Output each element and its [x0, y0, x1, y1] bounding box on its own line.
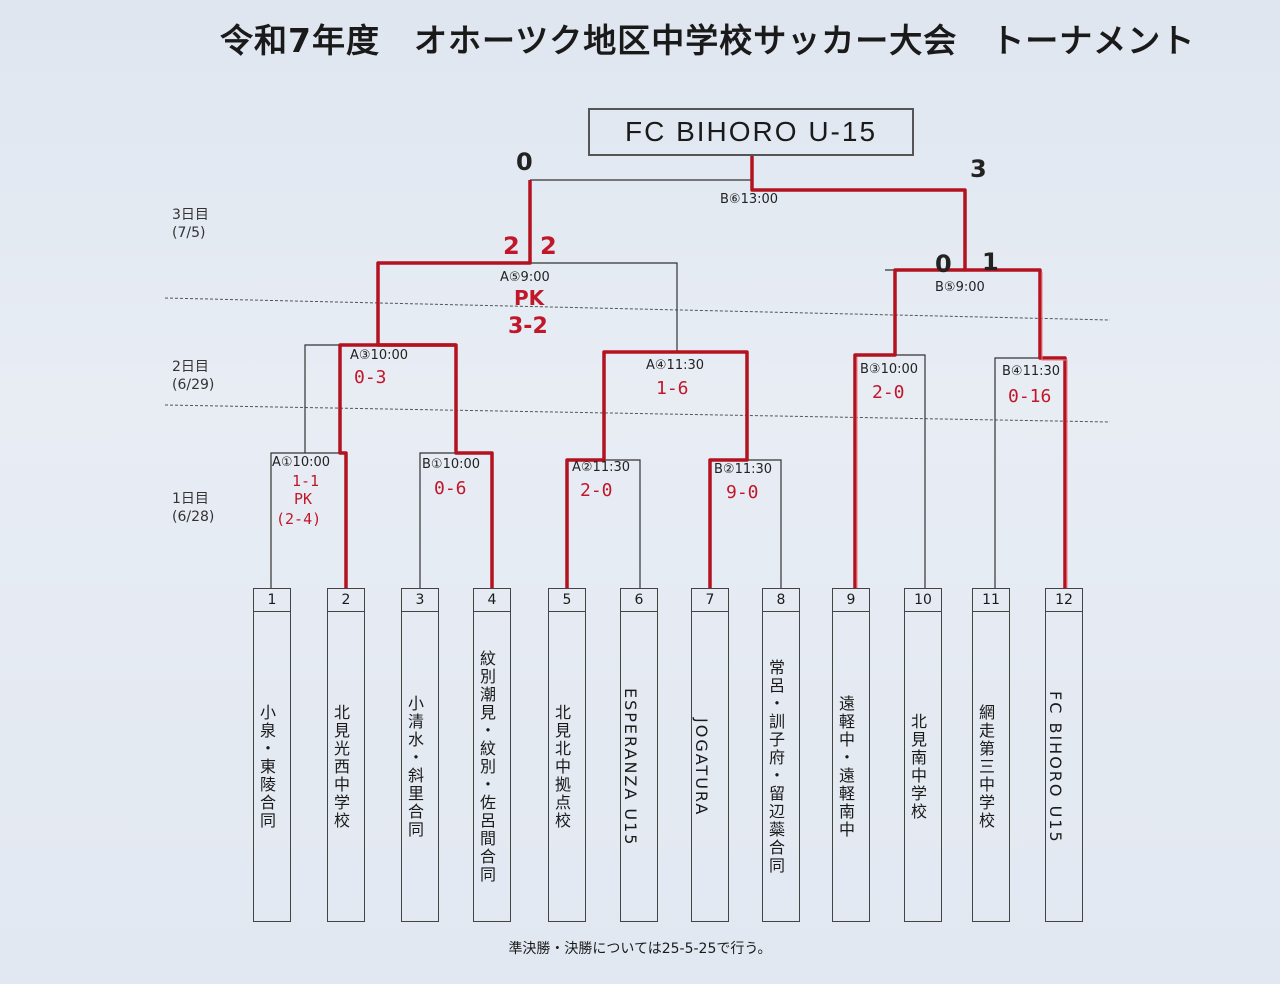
team-name: 北見南中学校 [908, 713, 927, 821]
team-name: 小泉・東陵合同 [257, 704, 276, 830]
day-1-label: 1日目 (6/28) [172, 490, 214, 526]
footnote: 準決勝・決勝については25-5-25で行う。 [508, 941, 772, 957]
team-name: 北見光西中学校 [331, 704, 350, 830]
team-number: 1 [254, 589, 290, 612]
team-number: 2 [328, 589, 364, 612]
final-right-score: 3 [970, 155, 987, 183]
team-box-4: 4 紋別潮見・紋別・佐呂間合同 [473, 588, 511, 922]
team-box-12: 12 FC BIHORO U15 [1045, 588, 1083, 922]
final-left-score: 0 [516, 148, 533, 176]
match-b3-score: 2-0 [872, 382, 905, 403]
separator-day3-day2 [164, 297, 1111, 321]
r2-b4-line [994, 357, 1040, 588]
team-box-8: 8 常呂・訓子府・留辺蘂合同 [762, 588, 800, 922]
team-number: 10 [905, 589, 941, 612]
team-number: 4 [474, 589, 510, 612]
team-number: 11 [973, 589, 1009, 612]
w-a2-a4 [565, 350, 749, 588]
match-a3-label: A③10:00 [350, 348, 409, 363]
match-a5-pk: PK [514, 286, 545, 310]
match-a4-score: 1-6 [656, 378, 689, 399]
team-number: 9 [833, 589, 869, 612]
match-b1-score: 0-6 [434, 478, 467, 499]
team-box-6: 6 ESPERANZA U15 [620, 588, 658, 922]
match-a2-score: 2-0 [580, 480, 613, 501]
w-a5 [376, 180, 532, 347]
match-a5-right-score: 2 [540, 232, 557, 260]
match-b5-left-score: 0 [935, 250, 952, 278]
team-name: ESPERANZA U15 [621, 687, 640, 847]
match-b5-label: B⑤9:00 [935, 280, 985, 295]
team-name: 常呂・訓子府・留辺蘂合同 [766, 659, 785, 875]
champion-box: FC BIHORO U-15 [588, 108, 914, 156]
match-a1-label: A①10:00 [272, 455, 331, 470]
team-name: JOGATURA [692, 717, 711, 817]
team-name: 遠軽中・遠軽南中 [836, 695, 855, 839]
team-name: 小清水・斜里合同 [405, 695, 424, 839]
team-box-11: 11 網走第三中学校 [972, 588, 1010, 922]
match-a3-score: 0-3 [354, 367, 387, 388]
match-b4-label: B④11:30 [1002, 364, 1061, 379]
team-name: 紋別潮見・紋別・佐呂間合同 [477, 650, 496, 884]
match-a1-pk-score: (2-4) [276, 510, 322, 528]
day-2-date: (6/29) [172, 377, 215, 393]
team-number: 5 [549, 589, 585, 612]
r1-b1-line [419, 452, 492, 588]
match-b1-label: B①10:00 [422, 457, 481, 472]
match-b4-score: 0-16 [1008, 386, 1052, 407]
match-a5-pk-score: 3-2 [508, 314, 548, 339]
team-name: 網走第三中学校 [976, 704, 995, 830]
team-name: 北見北中拠点校 [552, 704, 571, 830]
day-1-name: 1日目 [172, 491, 209, 507]
day-1-date: (6/28) [172, 509, 215, 525]
winner-lines [338, 156, 1067, 588]
day-3-name: 3日目 [172, 207, 209, 223]
team-box-2: 2 北見光西中学校 [327, 588, 365, 922]
r1-a1-line [270, 452, 346, 588]
team-box-7: 7 JOGATURA [691, 588, 729, 922]
page-title: 令和7年度 オホーツク地区中学校サッカー大会 トーナメント [220, 21, 1196, 60]
match-a5-label: A⑤9:00 [500, 270, 550, 285]
match-a4-label: A④11:30 [646, 358, 705, 373]
match-b2-label: B②11:30 [714, 462, 773, 477]
team-box-9: 9 遠軽中・遠軽南中 [832, 588, 870, 922]
day-3-date: (7/5) [172, 225, 206, 241]
day-3-label: 3日目 (7/5) [172, 206, 209, 242]
team-box-10: 10 北見南中学校 [904, 588, 942, 922]
final-label: B⑥13:00 [720, 192, 779, 207]
team-box-3: 3 小清水・斜里合同 [401, 588, 439, 922]
match-b2-score: 9-0 [726, 482, 759, 503]
match-a1-pk: PK [294, 490, 313, 508]
w-b3-b5 [853, 268, 965, 588]
team-box-5: 5 北見北中拠点校 [548, 588, 586, 922]
team-name: FC BIHORO U15 [1046, 690, 1065, 844]
match-a1-score: 1-1 [292, 472, 320, 490]
day-2-name: 2日目 [172, 359, 209, 375]
separator-day2-day1 [164, 404, 1111, 423]
team-box-1: 1 小泉・東陵合同 [253, 588, 291, 922]
match-a2-label: A②11:30 [572, 460, 631, 475]
team-number: 8 [763, 589, 799, 612]
team-number: 12 [1046, 589, 1082, 612]
team-number: 3 [402, 589, 438, 612]
r1-b2-line [710, 459, 782, 588]
day-2-label: 2日目 (6/29) [172, 358, 214, 394]
w-b4-final [750, 156, 1067, 588]
team-number: 7 [692, 589, 728, 612]
match-b3-label: B③10:00 [860, 362, 919, 377]
match-a5-left-score: 2 [503, 232, 520, 260]
team-number: 6 [621, 589, 657, 612]
match-b5-right-score: 1 [982, 248, 999, 276]
